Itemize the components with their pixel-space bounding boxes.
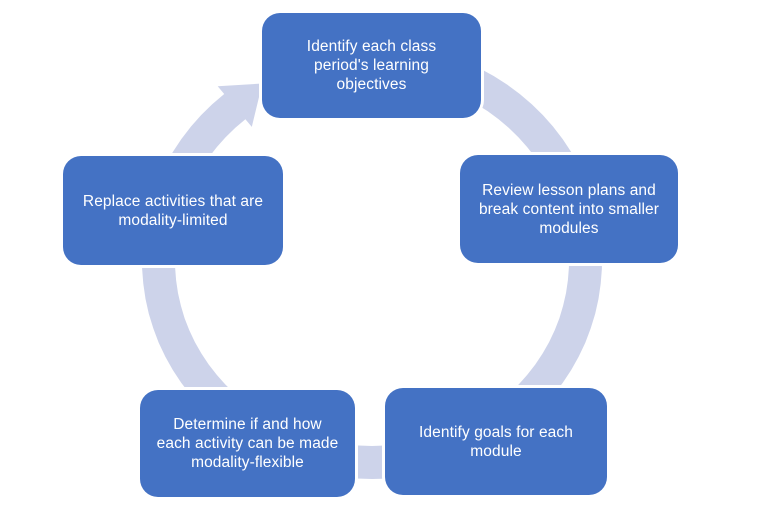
node-label: Replace activities that are modality-lim… — [82, 192, 264, 229]
cycle-node-top[interactable]: Identify each class period's learning ob… — [262, 13, 481, 118]
node-label: Review lesson plans and break content in… — [478, 181, 660, 237]
cycle-node-right[interactable]: Review lesson plans and break content in… — [460, 155, 678, 263]
cycle-node-left[interactable]: Replace activities that are modality-lim… — [63, 156, 283, 265]
cycle-node-bottom-right[interactable]: Identify goals for each module — [385, 388, 607, 495]
cycle-node-bottom-left[interactable]: Determine if and how each activity can b… — [140, 390, 355, 497]
node-label: Determine if and how each activity can b… — [156, 416, 339, 471]
node-label: Identify each class period's learning ob… — [306, 38, 437, 93]
node-label: Identify goals for each module — [419, 423, 573, 460]
